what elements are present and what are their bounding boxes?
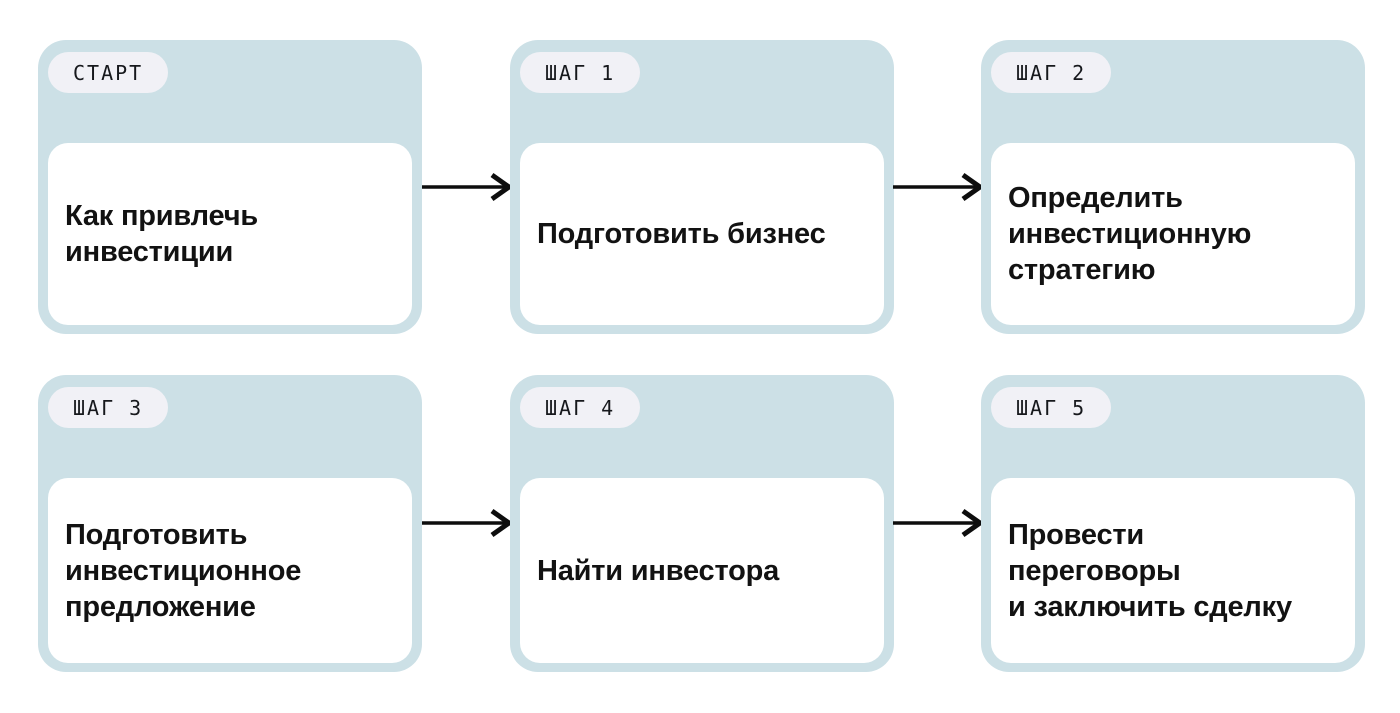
step-badge: ШАГ 4 bbox=[520, 387, 641, 428]
step-badge-label: ШАГ 2 bbox=[1016, 60, 1087, 85]
flow-card-step-3: ШАГ 3 Подготовить инвестиционное предлож… bbox=[38, 375, 422, 672]
step-badge: ШАГ 3 bbox=[48, 387, 169, 428]
arrow-right-icon bbox=[422, 508, 514, 538]
step-badge-label: ШАГ 5 bbox=[1016, 395, 1087, 420]
step-badge: ШАГ 1 bbox=[520, 52, 641, 93]
arrow-right-icon bbox=[893, 172, 985, 202]
step-badge: ШАГ 2 bbox=[991, 52, 1112, 93]
flow-card-step-4: ШАГ 4 Найти инвестора bbox=[510, 375, 894, 672]
card-body: Подготовить бизнес bbox=[520, 143, 884, 325]
flow-card-start: СТАРТ Как привлечь инвестиции bbox=[38, 40, 422, 334]
card-title: Подготовить инвестиционное предложение bbox=[65, 518, 302, 623]
card-title: Подготовить бизнес bbox=[537, 218, 826, 250]
step-badge: СТАРТ bbox=[48, 52, 169, 93]
card-title: Как привлечь инвестиции bbox=[65, 200, 258, 268]
flow-card-step-5: ШАГ 5 Провести переговоры и заключить сд… bbox=[981, 375, 1365, 672]
step-badge-label: ШАГ 4 bbox=[545, 395, 616, 420]
step-badge-label: ШАГ 1 bbox=[545, 60, 616, 85]
step-badge-label: ШАГ 3 bbox=[73, 395, 144, 420]
card-title: Провести переговоры и заключить сделку bbox=[1008, 518, 1292, 623]
card-body: Как привлечь инвестиции bbox=[48, 143, 412, 325]
step-badge: ШАГ 5 bbox=[991, 387, 1112, 428]
flow-card-step-2: ШАГ 2 Определить инвестиционную стратеги… bbox=[981, 40, 1365, 334]
step-badge-label: СТАРТ bbox=[73, 60, 144, 85]
card-body: Подготовить инвестиционное предложение bbox=[48, 478, 412, 663]
flow-card-step-1: ШАГ 1 Подготовить бизнес bbox=[510, 40, 894, 334]
card-body: Найти инвестора bbox=[520, 478, 884, 663]
card-title: Найти инвестора bbox=[537, 554, 780, 587]
card-body: Определить инвестиционную стратегию bbox=[991, 143, 1355, 325]
arrow-right-icon bbox=[422, 172, 514, 202]
arrow-right-icon bbox=[893, 508, 985, 538]
card-title: Определить инвестиционную стратегию bbox=[1008, 182, 1252, 286]
card-body: Провести переговоры и заключить сделку bbox=[991, 478, 1355, 663]
